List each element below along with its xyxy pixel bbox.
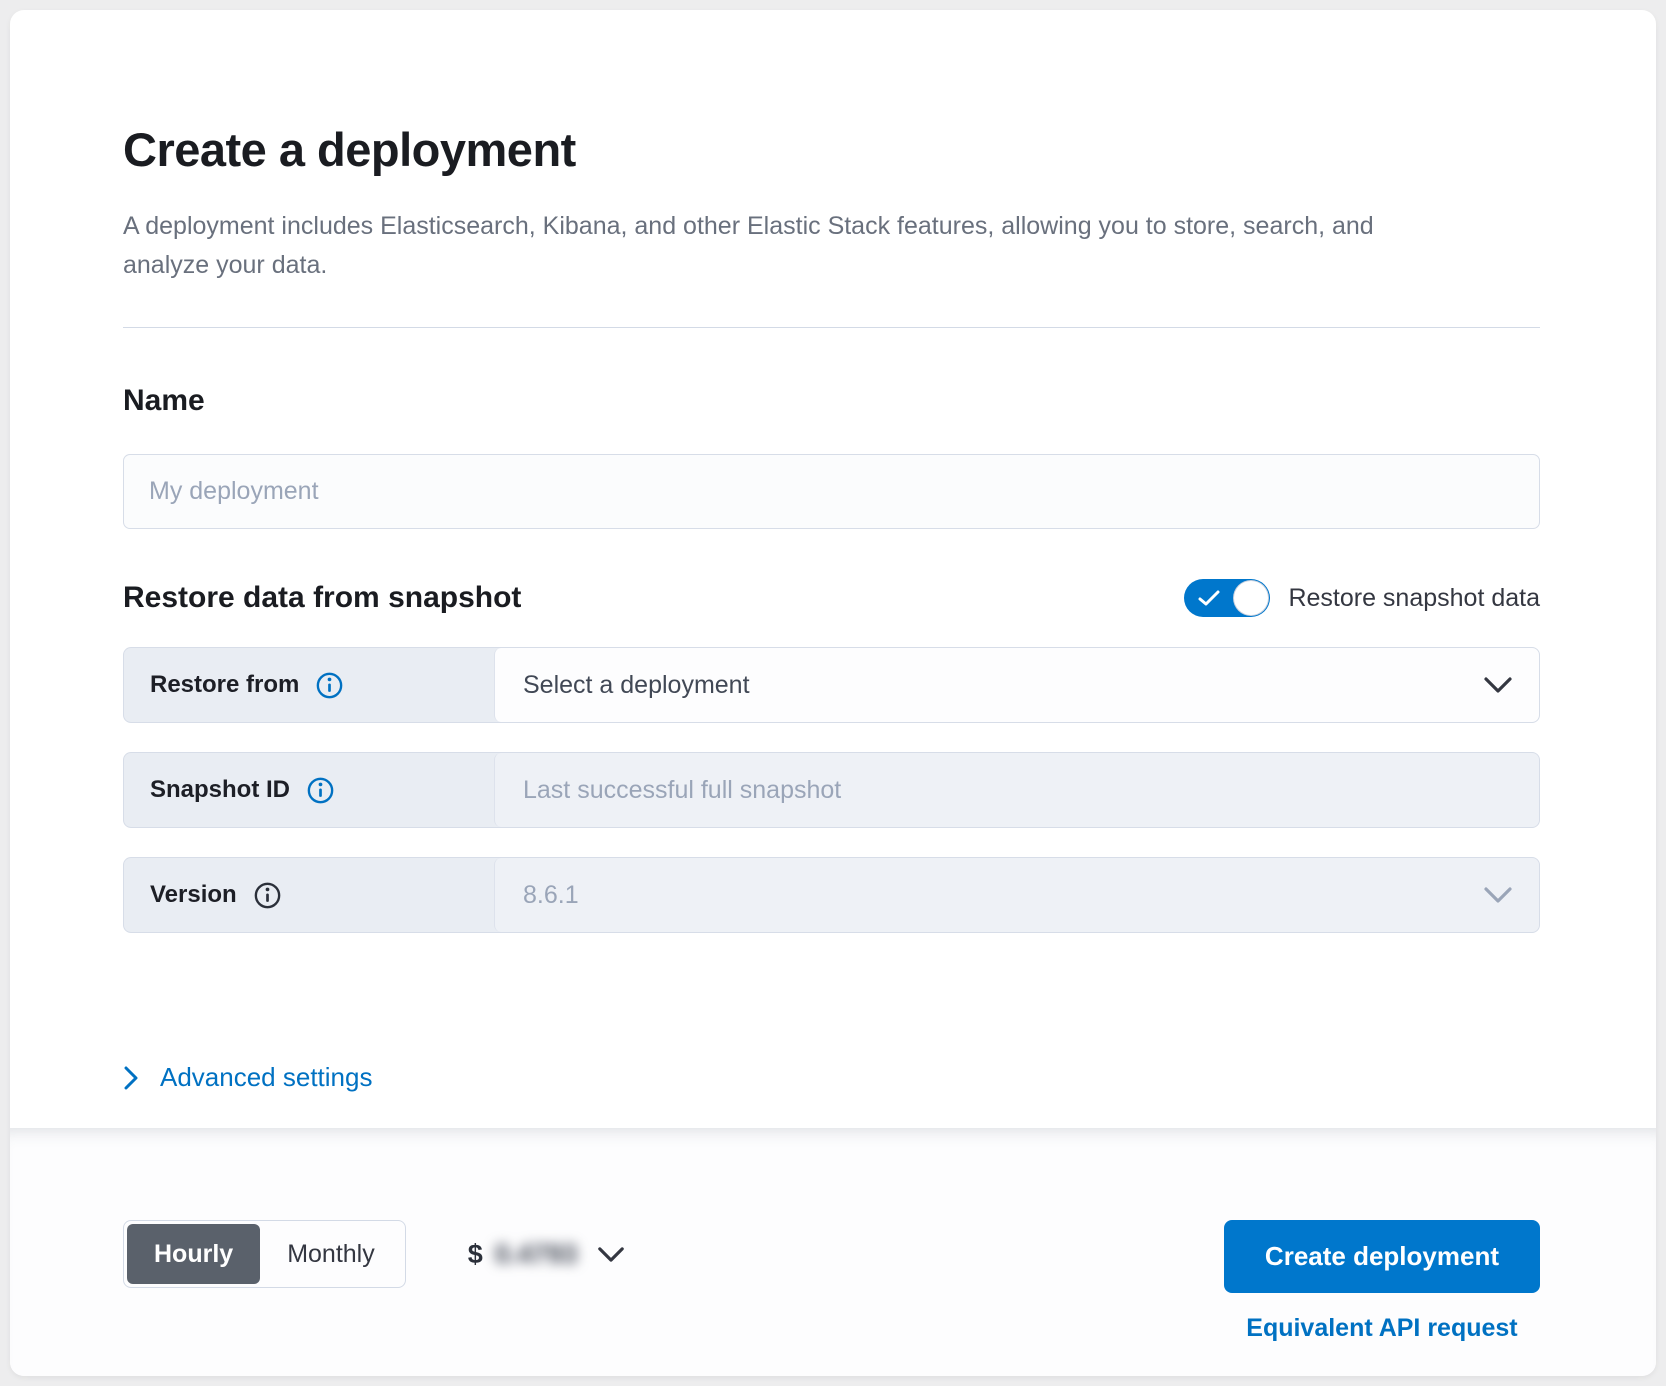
header-divider [123,327,1540,328]
snapshot-id-row: Snapshot ID [123,752,1540,828]
price-dropdown[interactable]: $ 0.4793 [468,1239,626,1270]
price-amount-blurred: 0.4793 [494,1238,578,1269]
advanced-settings-link[interactable]: Advanced settings [123,1062,372,1093]
deployment-name-input[interactable] [123,454,1540,529]
restore-section-header: Restore data from snapshot Restore snaps… [123,579,1540,617]
price-currency: $ [467,1238,483,1269]
restore-from-label: Restore from [150,671,300,698]
snapshot-id-input [523,775,1469,805]
version-label-cell: Version [124,858,494,932]
snapshot-id-field [494,753,1539,827]
restore-snapshot-toggle[interactable] [1184,579,1271,617]
snapshot-id-label-cell: Snapshot ID [124,753,494,827]
main-content: Create a deployment A deployment include… [10,10,1656,1128]
chevron-down-icon [1484,677,1512,693]
restore-from-row: Restore from Select a deployment [123,647,1540,723]
equivalent-api-request-link[interactable]: Equivalent API request [1246,1314,1518,1342]
restore-from-value: Select a deployment [523,670,750,699]
toggle-knob [1234,581,1269,615]
info-icon[interactable] [254,882,281,909]
billing-monthly-button[interactable]: Monthly [260,1224,402,1284]
restore-section-heading: Restore data from snapshot [123,581,522,614]
billing-hourly-button[interactable]: Hourly [127,1224,261,1284]
version-label: Version [150,881,237,908]
advanced-settings-label: Advanced settings [160,1062,373,1092]
footer-right: Create deployment Equivalent API request [1223,1220,1540,1343]
check-icon [1198,590,1220,606]
page-title: Create a deployment [123,123,576,176]
chevron-down-icon [1484,887,1512,903]
toggle-label: Restore snapshot data [1288,583,1540,612]
name-section-heading: Name [123,384,205,417]
restore-from-select[interactable]: Select a deployment [494,648,1539,722]
info-icon[interactable] [307,777,334,804]
create-deployment-button[interactable]: Create deployment [1223,1220,1540,1293]
chevron-down-icon [598,1246,625,1262]
restore-from-label-cell: Restore from [124,648,494,722]
billing-interval-group: Hourly Monthly [123,1220,406,1288]
restore-snapshot-toggle-group: Restore snapshot data [1184,579,1540,617]
footer-bar: Hourly Monthly $ 0.4793 Create deploymen… [10,1128,1656,1376]
create-deployment-card: Create a deployment A deployment include… [10,10,1656,1376]
snapshot-id-label: Snapshot ID [150,776,291,803]
page-subtitle: A deployment includes Elasticsearch, Kib… [123,212,1374,279]
chevron-right-icon [124,1066,138,1089]
version-row: Version 8.6.1 [123,857,1540,933]
version-value: 8.6.1 [523,880,579,909]
info-icon[interactable] [316,672,343,699]
version-select: 8.6.1 [494,858,1539,932]
footer-left: Hourly Monthly $ 0.4793 [123,1220,625,1288]
